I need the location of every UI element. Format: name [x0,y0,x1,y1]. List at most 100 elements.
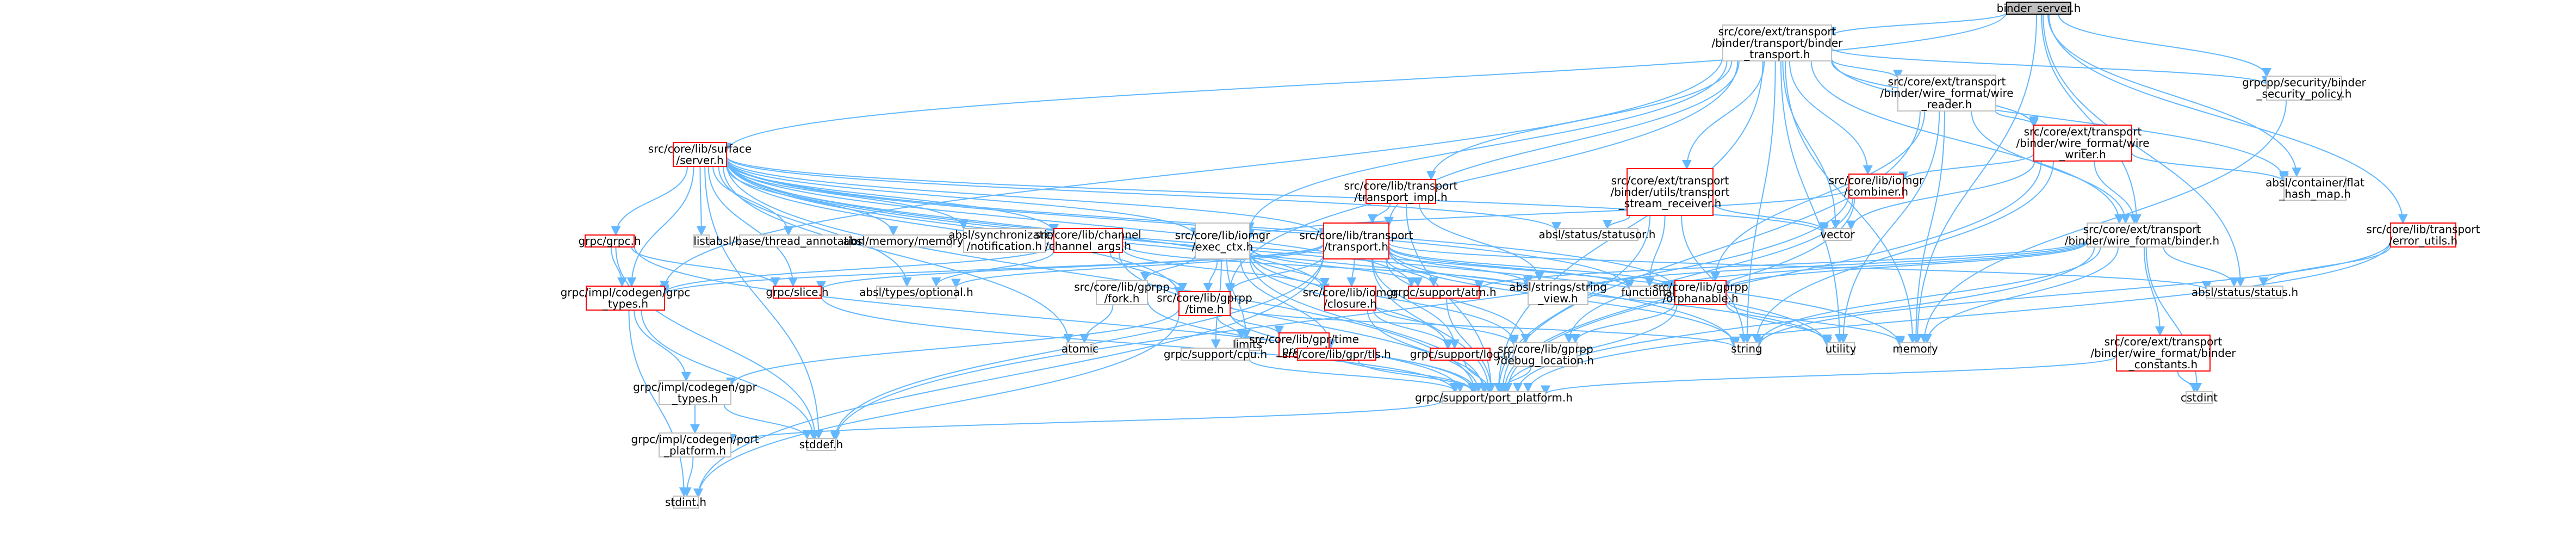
node-label-line: /error_utils.h [2389,234,2457,248]
node-absl-memory[interactable]: absl/memory/memory.h [843,234,972,248]
edge-surface_server-to-list [696,166,706,236]
node-channel-args[interactable]: src/core/lib/channel/channel_args.h [1035,228,1141,253]
node-memory[interactable]: memory [1892,342,1938,355]
node-label-line: absl/container/flat [2265,176,2364,189]
node-transport-impl[interactable]: src/core/lib/transport/transport_impl.h [1344,179,1458,204]
node-functional[interactable]: functional [1621,286,1675,299]
edge-gprpp_time-to-stdint [693,313,1180,498]
node-absl-status[interactable]: absl/status/status.h [2192,286,2298,299]
node-orphanable[interactable]: src/core/lib/gprpp/orphanable.h [1653,280,1748,305]
edge-surface_server-to-slice_h [707,166,798,287]
edge-binder_server-to-security_policy [2058,14,2271,78]
node-cpu-h[interactable]: grpc/support/cpu.h [1164,348,1267,361]
node-string[interactable]: string [1731,342,1762,355]
edge-orphanable-to-port_platform [1500,304,1678,393]
node-absl-notification[interactable]: absl/synchronization/notification.h [948,228,1060,253]
node-gprpp-time[interactable]: src/core/lib/gprpp/time.h [1157,291,1252,316]
node-debug-location[interactable]: src/core/lib/gprpp/debug_location.h [1497,342,1594,367]
node-stdint[interactable]: stdint.h [665,496,706,509]
node-binder-server[interactable]: binder_server.h [1997,2,2081,15]
node-surface-server[interactable]: src/core/lib/surface/server.h [648,142,752,167]
node-security-policy[interactable]: grpcpp/security/binder_security_policy.h [2242,76,2367,101]
node-vector[interactable]: vector [1820,228,1855,241]
node-label-line: absl/memory/memory.h [843,234,972,248]
node-label-line: /binder/transport/binder [1712,36,1843,50]
node-absl-optional[interactable]: absl/types/optional.h [859,286,973,299]
edge-grpc_types-to-stddef [641,310,818,440]
node-combiner[interactable]: src/core/lib/iomgr/combiner.h [1829,174,1925,199]
nodes-layer: binder_server.h src/core/ext/transport/bi… [561,2,2480,509]
node-atomic[interactable]: atomic [1062,342,1098,355]
node-label-line: grpc/support/port_platform.h [1415,391,1573,404]
node-flat-hash-map[interactable]: absl/container/flat_hash_map.h [2265,176,2364,201]
node-atm-h[interactable]: grpc/support/atm.h [1391,286,1497,299]
node-label-line: grpc/impl/codegen/port [631,433,759,446]
node-label-line: utility [1826,342,1857,355]
node-binder-h[interactable]: src/core/ext/transport/binder/wire_forma… [2065,222,2219,248]
node-utility[interactable]: utility [1826,342,1857,355]
node-closure-h[interactable]: src/core/lib/iomgr/closure.h [1303,286,1399,311]
node-binder-constants[interactable]: src/core/ext/transport/binder/wire_forma… [2090,335,2236,372]
node-wire-reader[interactable]: src/core/ext/transport/binder/wire_forma… [1880,75,2014,112]
edge-wire_writer-to-string [1752,160,2054,344]
edge-exec_ctx-to-gprpp_time [1203,258,1218,293]
node-stddef[interactable]: stddef.h [799,438,843,451]
edge-binder_transport-to-combiner [1789,60,1873,175]
edge-binder_server-to-flat_hash_map [2047,14,2302,177]
node-grpc-h[interactable]: grpc/grpc.h [579,234,641,248]
node-label-line: atomic [1062,342,1098,355]
node-port-platform[interactable]: grpc/support/port_platform.h [1415,391,1573,404]
node-box [1900,342,1931,355]
edge-wire_writer-to-vector [1846,160,2035,231]
node-slice-h[interactable]: grpc/slice.h [766,286,829,299]
edge-gprpp_time-to-limits [1216,315,1246,339]
node-error-utils[interactable]: src/core/lib/transport/error_utils.h [2367,222,2480,248]
node-label-line: _stream_receiver.h [1618,197,1722,210]
node-log-h[interactable]: grpc/support/log.h [1410,348,1510,361]
edge-grpc_h-to-stddef [615,246,820,440]
node-codegen-port-platform[interactable]: grpc/impl/codegen/port_platform.h [631,432,759,457]
node-box [1734,342,1759,355]
node-label-line: src/core/ext/transport [1611,174,1729,187]
edge-combiner-to-debug_location [1564,197,1853,344]
node-label-line: /orphanable.h [1662,292,1738,305]
node-label-line: _view.h [1537,292,1578,305]
node-box [1848,174,1904,199]
node-label-line: absl/types/optional.h [859,286,973,299]
edge-binder_transport-to-grpc_types [660,55,1723,290]
edge-surface_server-to-grpc_types [626,166,694,287]
edge-grpc_types-to-stdint [628,310,689,497]
node-box [1629,286,1668,299]
edge-orphanable-to-memory [1725,299,1905,346]
node-label-line: cstdint [2181,391,2218,404]
node-label-line: absl/status/statusor.h [1539,228,1656,241]
node-exec-ctx[interactable]: src/core/lib/iomgr/exec_ctx.h [1175,222,1271,259]
node-list[interactable]: list [693,234,710,248]
node-label-line: src/core/lib/gprpp [1653,281,1748,294]
edge-binder_h-to-absl_status [2163,246,2239,287]
edge-transport_h-to-gprpp_time [1225,254,1324,294]
node-stream-receiver[interactable]: src/core/ext/transport/binder/utils/tran… [1611,168,1730,216]
edge-binder_transport-to-wire_reader [1831,59,1903,80]
edge-stream_receiver-to-functional [1644,215,1666,287]
node-string-view[interactable]: absl/strings/string_view.h [1509,280,1607,305]
node-thread-annotations[interactable]: absl/base/thread_annotations.h [709,234,881,248]
node-grpc-types[interactable]: grpc/impl/codegen/grpc_types.h [561,286,691,311]
edge-binder_server-to-binder_transport [1827,11,2007,37]
node-box [2006,2,2071,15]
node-gpr-types[interactable]: grpc/impl/codegen/gpr_types.h [633,380,758,405]
node-tls-h[interactable]: src/core/lib/gpr/tls.h [1282,348,1391,361]
node-box [739,234,851,248]
node-statusor[interactable]: absl/status/statusor.h [1539,228,1656,241]
node-fork-h[interactable]: src/core/lib/gprpp/fork.h [1074,280,1170,305]
node-label-line: /time.h [1185,303,1224,316]
node-transport-h[interactable]: src/core/lib/transport/transport.h [1300,222,1413,259]
node-wire-writer[interactable]: src/core/ext/transport/binder/wire_forma… [2016,125,2150,162]
edge-binder_transport-to-security_policy [1831,47,2271,86]
edge-binder_transport-to-gprpp_time [1225,60,1739,293]
node-cstdint[interactable]: cstdint [2181,391,2218,404]
edge-binder_constants-to-port_platform [1541,355,2117,395]
node-box [1096,280,1148,305]
node-binder-transport[interactable]: src/core/ext/transport/binder/transport/… [1712,24,1843,61]
